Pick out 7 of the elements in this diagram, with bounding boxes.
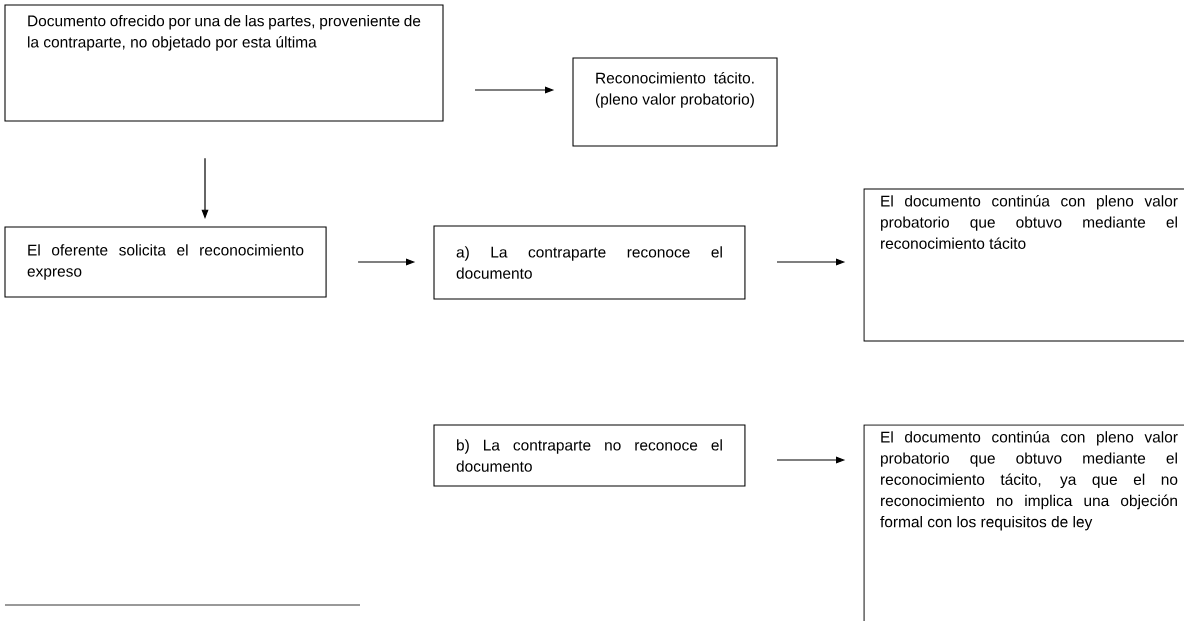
text-box: a) La contraparte reconoce el documento — [433, 225, 746, 300]
text-box: Reconocimiento tácito. (pleno valor probatorio) — [572, 57, 778, 147]
text-box: El documento continúa con pleno valor probatorio que obtuvo mediante el reconocimiento tácito — [863, 188, 1184, 342]
text-box: El oferente solicita el reconocimiento expreso — [4, 226, 327, 298]
text-box: Documento ofrecido por una de las partes, proveniente de la contraparte, no objetado por esta última — [4, 4, 444, 122]
text-box: El documento continúa con pleno valor probatorio que obtuvo mediante el reconocimiento tácito, ya que el no reconocimiento no implica una objeción formal con los requisitos de ley — [863, 424, 1184, 621]
text-box: b) La contraparte no reconoce el documento — [433, 424, 746, 487]
